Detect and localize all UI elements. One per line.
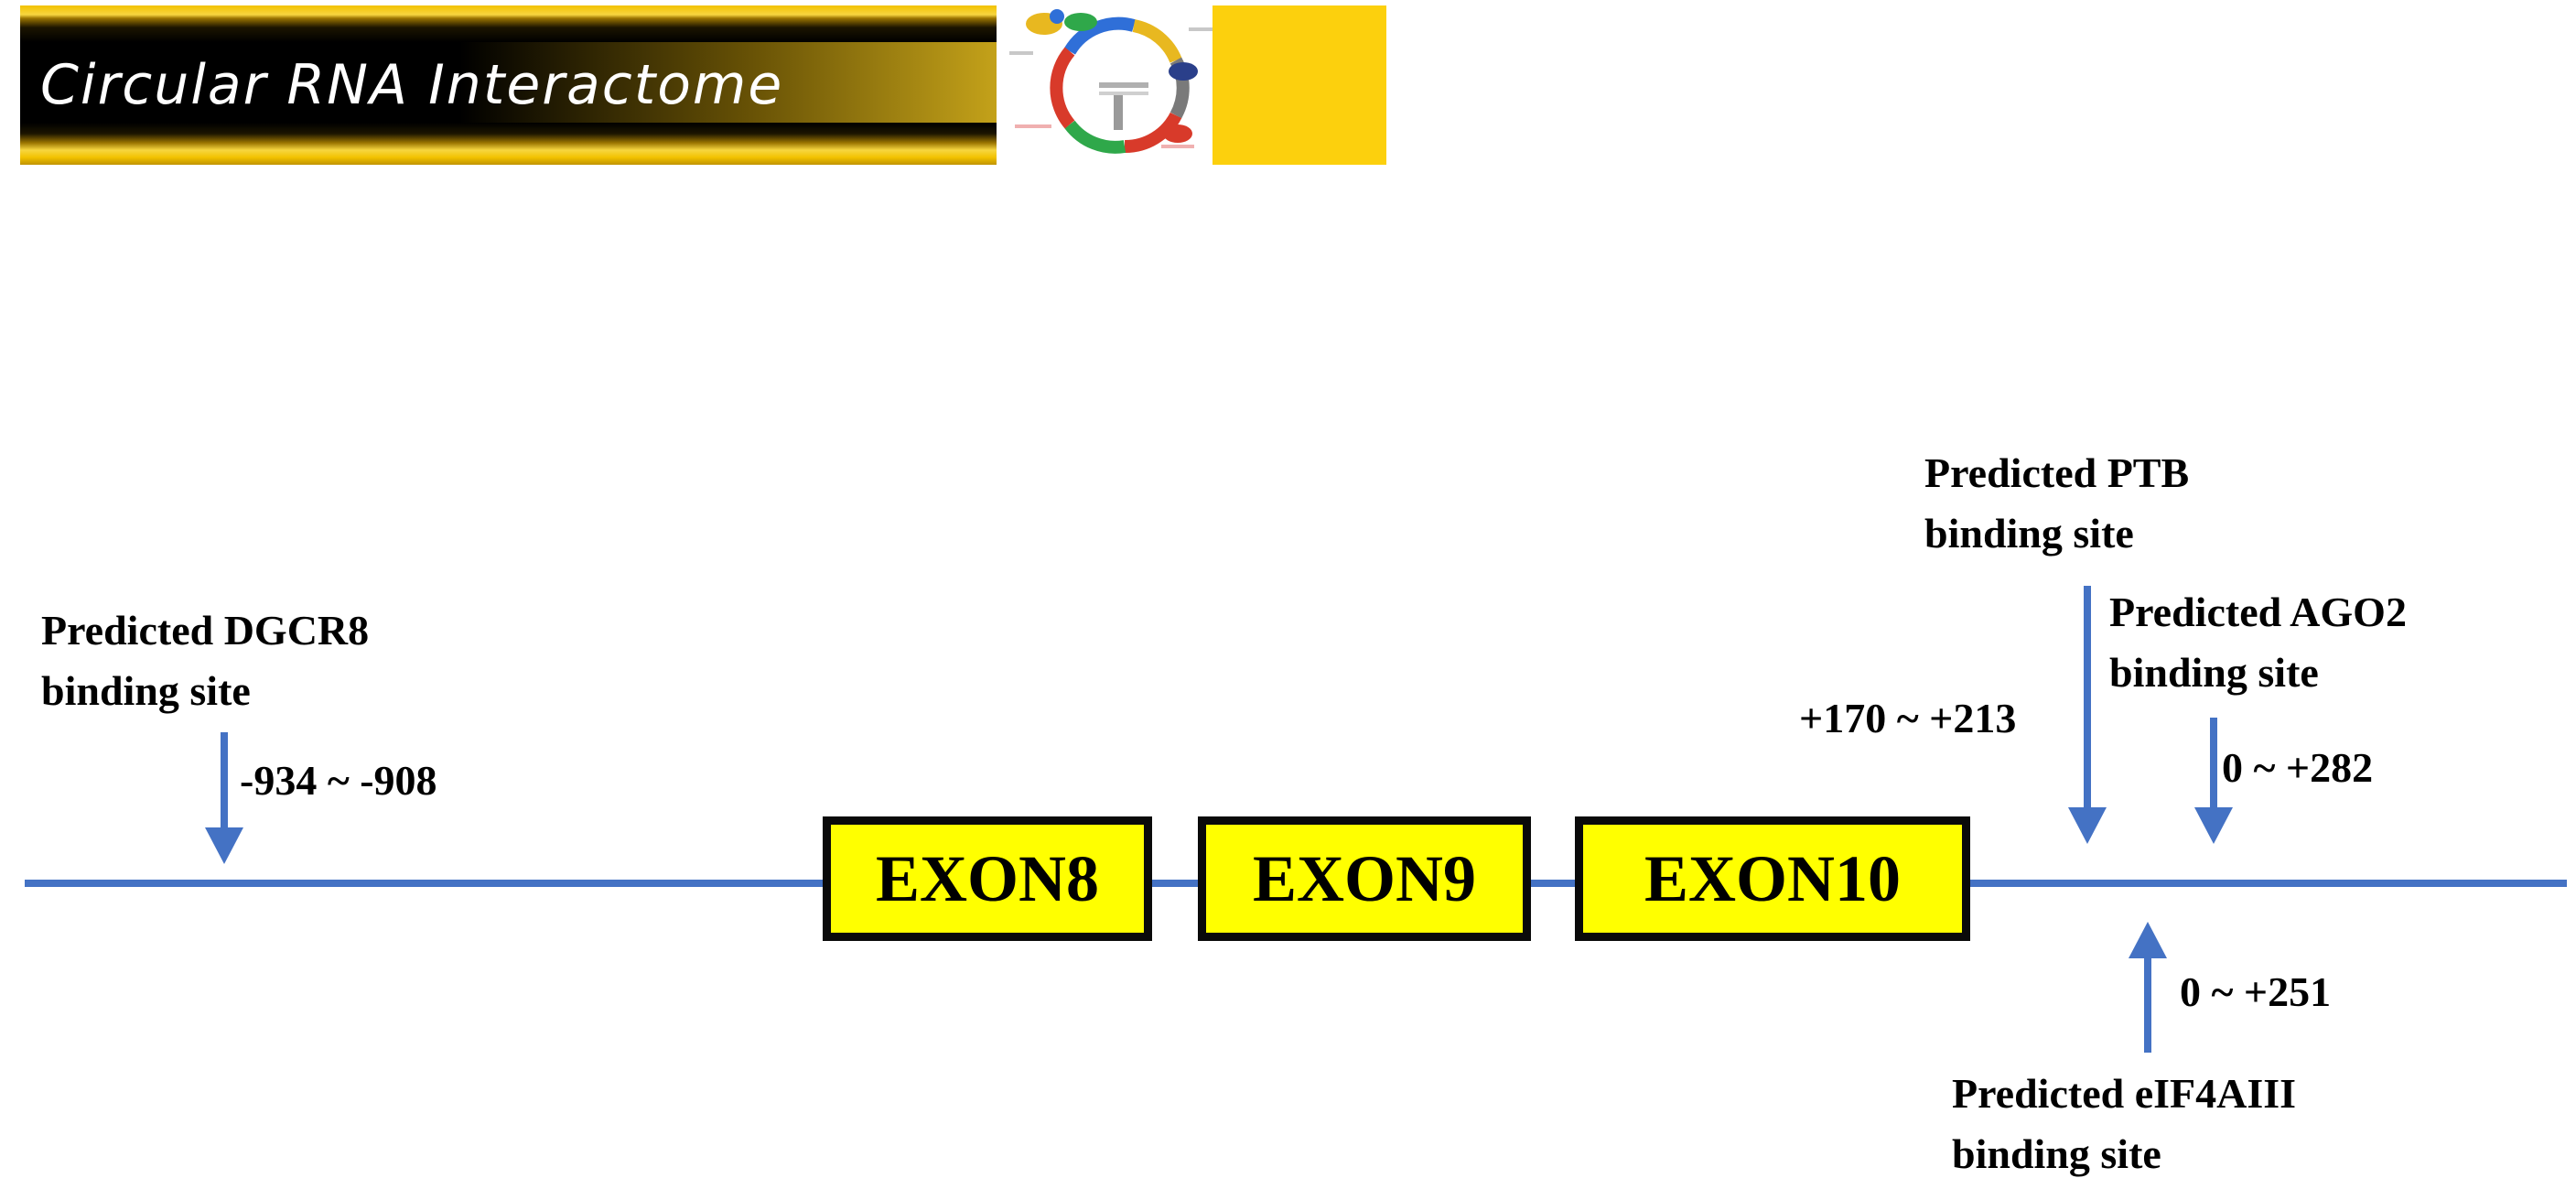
circular-rna-logo [997, 5, 1231, 165]
intron-line-exon9-exon10 [1525, 880, 1580, 887]
ptb-down-arrow [2068, 586, 2107, 844]
banner-title: Circular RNA Interactome [40, 53, 784, 117]
ptb-site-label: Predicted PTB binding site [1924, 443, 2189, 564]
dgcr8-site-label: Predicted DGCR8 binding site [41, 600, 369, 721]
intron-line-exon8-exon9 [1147, 880, 1202, 887]
exon-9-box: EXON9 [1198, 816, 1531, 941]
ago2-label-line1: Predicted AGO2 [2109, 589, 2407, 635]
eif4a3-label-line1: Predicted eIF4AIII [1952, 1070, 2297, 1117]
exon-8-box: EXON8 [823, 816, 1152, 941]
ago2-label-line2: binding site [2109, 649, 2319, 696]
eif4a3-label-line2: binding site [1952, 1130, 2161, 1177]
dgcr8-label-line2: binding site [41, 667, 251, 714]
banner-gold-strip [20, 5, 997, 165]
eif4a3-site-label: Predicted eIF4AIII binding site [1952, 1064, 2296, 1184]
dgcr8-range: -934 ~ -908 [240, 757, 437, 804]
ago2-range: 0 ~ +282 [2222, 744, 2374, 791]
ago2-down-arrow [2194, 718, 2233, 844]
exon-10-box: EXON10 [1575, 816, 1970, 941]
eif4a3-range: 0 ~ +251 [2180, 968, 2332, 1015]
ago2-site-label: Predicted AGO2 binding site [2109, 582, 2407, 703]
banner-yellow-block [1213, 5, 1386, 165]
dgcr8-down-arrow [205, 732, 243, 864]
ptb-range: +170 ~ +213 [1799, 695, 2017, 741]
dgcr8-label-line1: Predicted DGCR8 [41, 607, 370, 654]
intron-line-left [25, 880, 828, 887]
intron-line-right [1965, 880, 2567, 887]
ptb-label-line1: Predicted PTB [1924, 449, 2190, 496]
eif4a3-up-arrow [2129, 922, 2167, 1053]
ptb-label-line2: binding site [1924, 510, 2134, 557]
header-banner: Circular RNA Interactome [20, 5, 1386, 165]
